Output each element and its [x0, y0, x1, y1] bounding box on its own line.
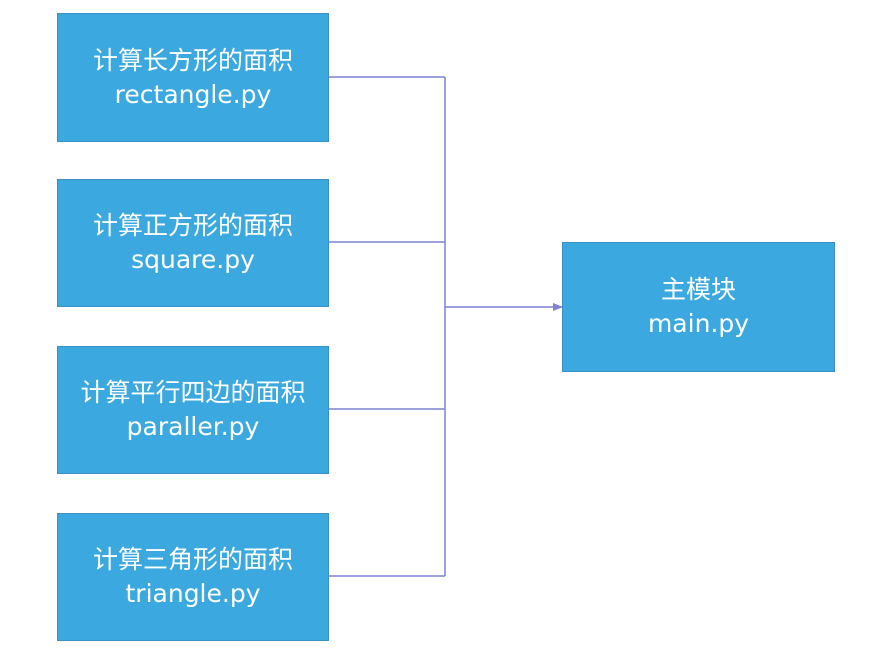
- module-box-rectangle: 计算长方形的面积 rectangle.py: [57, 13, 329, 142]
- module-file: square.py: [131, 245, 255, 274]
- module-title: 计算正方形的面积: [92, 211, 293, 240]
- module-file: paraller.py: [126, 412, 260, 441]
- module-box-triangle: 计算三角形的面积 triangle.py: [57, 513, 329, 641]
- main-module-box: 主模块 main.py: [562, 242, 835, 372]
- main-module-file: main.py: [647, 309, 750, 338]
- main-module-title: 主模块: [660, 275, 736, 304]
- module-title: 计算长方形的面积: [92, 45, 293, 75]
- module-file: rectangle.py: [114, 79, 272, 109]
- module-file: triangle.py: [125, 579, 261, 608]
- module-title: 计算三角形的面积: [92, 545, 293, 574]
- module-box-paraller: 计算平行四边的面积 paraller.py: [57, 346, 329, 474]
- module-title: 计算平行四边的面积: [80, 378, 306, 407]
- module-box-square: 计算正方形的面积 square.py: [57, 179, 329, 307]
